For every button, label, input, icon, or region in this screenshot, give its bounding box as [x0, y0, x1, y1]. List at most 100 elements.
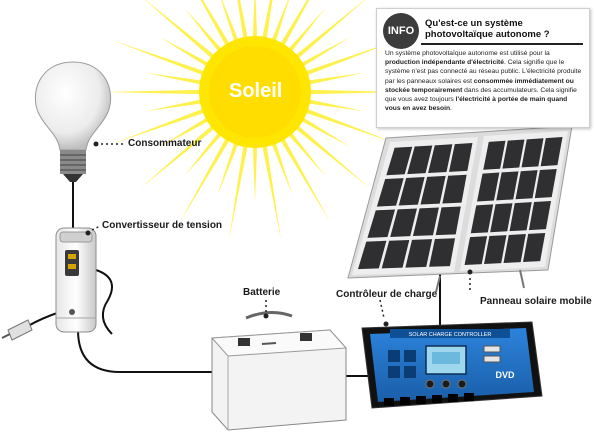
sun-ray — [252, 141, 258, 202]
sun-ray — [184, 7, 225, 56]
sun-ray — [278, 0, 310, 50]
panneau-label: Panneau solaire mobile — [480, 296, 592, 307]
sun-ray — [303, 98, 364, 112]
sun-ray — [140, 122, 219, 189]
sun-ray — [297, 37, 351, 69]
panel-cell — [390, 208, 417, 237]
info-divider — [421, 43, 583, 45]
info-body-text-2: . Cela signifie que le système n'est pas… — [385, 59, 582, 85]
sun-ray — [159, 115, 213, 147]
info-body-text-4: . — [450, 105, 452, 113]
sun-ray — [237, 0, 249, 44]
panel-cell — [521, 138, 544, 168]
controller-header-bar — [390, 329, 510, 338]
battery — [210, 311, 348, 431]
panel-cell — [429, 238, 456, 267]
car-plug-icon — [1, 319, 33, 341]
panneau-pointer — [467, 269, 473, 292]
batterie-label: Batterie — [243, 287, 281, 298]
sun-ray — [301, 40, 396, 78]
panel-cell — [405, 239, 433, 268]
panel-cell — [428, 144, 453, 174]
sun-ray — [159, 37, 213, 69]
usb-port-2 — [483, 355, 501, 363]
voltage-converter — [55, 227, 97, 333]
usb-port-1 — [483, 345, 501, 353]
sun-ray — [252, 0, 258, 43]
sun-ray — [200, 0, 232, 50]
controller-brand: DVD — [495, 370, 515, 380]
panel-cell — [490, 203, 513, 233]
sun-ray — [145, 0, 219, 62]
panel-cell — [442, 174, 467, 204]
sun-ray — [285, 7, 326, 56]
sun-ray — [304, 89, 405, 95]
info-body-text-1: Un système photovoltaïque autonome est u… — [385, 50, 550, 57]
sun-ray — [228, 140, 249, 240]
panel-cell — [470, 204, 494, 234]
panel-cell — [386, 146, 413, 176]
sun-ray — [105, 89, 206, 95]
controller-button-mid — [441, 379, 451, 389]
info-badge: INFO — [383, 13, 419, 49]
sun-ray — [278, 134, 330, 222]
panel-cell — [407, 145, 433, 175]
controleur-pointer — [379, 299, 389, 327]
panel-cell — [515, 170, 538, 200]
panel-cell — [534, 168, 557, 199]
info-body-bold-2: consommée immédiatement ou stockée tempo… — [385, 77, 574, 94]
panel-cell — [503, 234, 526, 264]
panel-cell — [483, 140, 506, 170]
panel-cell — [523, 232, 546, 263]
panel-cell — [357, 240, 387, 270]
sun-ray — [301, 106, 396, 144]
cable-converter-battery — [77, 329, 222, 373]
panel-cell — [540, 136, 563, 167]
info-box: INFO Qu'est-ce un système photovoltaïque… — [376, 8, 590, 128]
panel-cell — [367, 209, 396, 238]
panel-cell — [484, 235, 507, 265]
sun-ray — [261, 140, 282, 240]
light-bulb-icon — [34, 61, 112, 182]
panel-cell — [381, 239, 410, 269]
sun — [105, 0, 405, 240]
panel-cell — [496, 171, 519, 201]
controleur-label: Contrôleur de charge — [336, 289, 438, 300]
sun-ray — [297, 115, 351, 147]
consommateur-label: Consommateur — [128, 138, 202, 149]
panel-cell — [502, 139, 525, 169]
batterie-pointer — [263, 300, 269, 319]
panel-cell — [448, 142, 473, 172]
info-title: Qu'est-ce un système photovoltaïque auto… — [425, 18, 550, 40]
sun-ray — [269, 0, 289, 46]
sun-ray — [180, 134, 232, 222]
sun-ray — [221, 0, 241, 46]
sun-ray — [261, 0, 273, 44]
sun-ray — [114, 106, 209, 144]
convertisseur-label: Convertisseur de tension — [102, 220, 223, 231]
sun-ray — [146, 98, 207, 112]
panel-cell — [435, 206, 461, 236]
sun-ray — [146, 72, 207, 86]
info-body: Un système photovoltaïque autonome est u… — [385, 49, 583, 113]
panel-cell — [376, 178, 404, 207]
info-body-bold-3: l'électricité à portée de main quand vou… — [385, 96, 568, 113]
cable-converter-spiral — [95, 269, 113, 335]
controller-header-text: SOLAR CHARGE CONTROLLER — [409, 332, 492, 338]
panel-cells — [357, 136, 563, 270]
controller-button-left — [425, 379, 435, 389]
sun-ray — [184, 128, 225, 177]
sun-ray — [291, 0, 365, 62]
sun-ray — [303, 72, 364, 86]
cable-car-plug — [27, 311, 61, 327]
panel-cell — [477, 172, 500, 202]
panel-cell — [464, 236, 488, 266]
info-body-text-3: dans des accumulateurs. Cela signifie qu… — [385, 86, 577, 104]
panel-cell — [420, 175, 446, 205]
sun-ray — [285, 128, 326, 177]
panel-cell — [509, 202, 532, 232]
panel-cell — [398, 176, 425, 206]
panel-cell — [412, 207, 439, 237]
solar-panel — [347, 125, 573, 293]
